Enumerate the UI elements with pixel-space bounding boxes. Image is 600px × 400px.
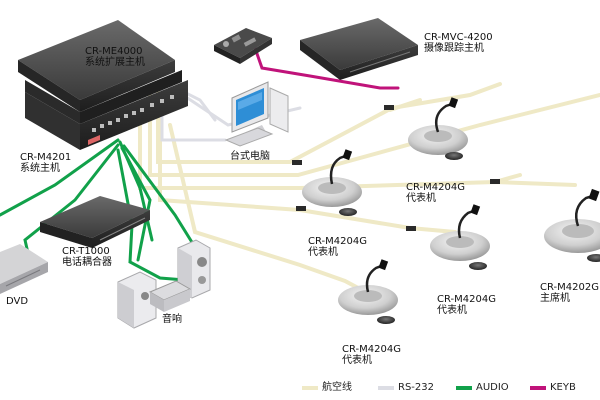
pc-label: 台式电脑 xyxy=(230,151,270,162)
speaker-system xyxy=(117,239,211,329)
dvd-device xyxy=(0,244,48,294)
m4201-model-label: CR-M4201 xyxy=(20,152,72,163)
chairman-model-label: CR-M4202G xyxy=(540,282,599,293)
desktop-computer xyxy=(224,81,289,147)
delegate-unit-4 xyxy=(338,259,398,324)
mvc4200-model-label: CR-MVC-4200 xyxy=(424,32,493,43)
delegate-4-model-label: CR-M4204G xyxy=(342,344,401,355)
chairman-unit xyxy=(544,188,600,262)
legend-label-aviation: 航空线 xyxy=(322,382,352,393)
chairman-desc-label: 主席机 xyxy=(540,293,570,304)
legend-label-audio: AUDIO xyxy=(476,382,509,393)
t1000-desc-label: 电话耦合器 xyxy=(62,257,112,268)
speaker-label: 音响 xyxy=(162,314,182,325)
mvc4200-desc-label: 摄像跟踪主机 xyxy=(424,43,484,54)
rack-stack xyxy=(18,20,188,150)
dvd-label: DVD xyxy=(6,296,29,307)
aviation-cables xyxy=(138,82,600,292)
delegate-2-desc-label: 代表机 xyxy=(308,247,338,258)
legend-swatch-audio xyxy=(456,386,472,390)
legend-swatch-aviation xyxy=(302,386,318,390)
delegate-1-desc-label: 代表机 xyxy=(406,193,436,204)
delegate-unit-1 xyxy=(408,97,468,160)
keyboard-cables xyxy=(253,46,400,90)
me4000-model-label: CR-ME4000 xyxy=(85,46,143,57)
t1000-model-label: CR-T1000 xyxy=(62,246,110,257)
legend-swatch-keyboard xyxy=(530,386,546,390)
legend-label-rs232: RS-232 xyxy=(398,382,434,393)
legend-swatch-rs232 xyxy=(378,386,394,390)
legend-label-keyboard: KEYB xyxy=(550,382,576,393)
control-keyboard xyxy=(214,28,272,64)
delegate-3-model-label: CR-M4204G xyxy=(437,294,496,305)
delegate-unit-2 xyxy=(302,149,362,216)
delegate-3-desc-label: 代表机 xyxy=(437,305,467,316)
me4000-desc-label: 系统扩展主机 xyxy=(85,57,145,68)
delegate-1-model-label: CR-M4204G xyxy=(406,182,465,193)
m4201-desc-label: 系统主机 xyxy=(20,163,60,174)
delegate-unit-3 xyxy=(430,204,490,270)
cable-connectors xyxy=(292,105,500,231)
mvc4200-device xyxy=(300,18,418,80)
delegate-4-desc-label: 代表机 xyxy=(342,355,372,366)
t1000-device xyxy=(40,196,150,248)
delegate-2-model-label: CR-M4204G xyxy=(308,236,367,247)
